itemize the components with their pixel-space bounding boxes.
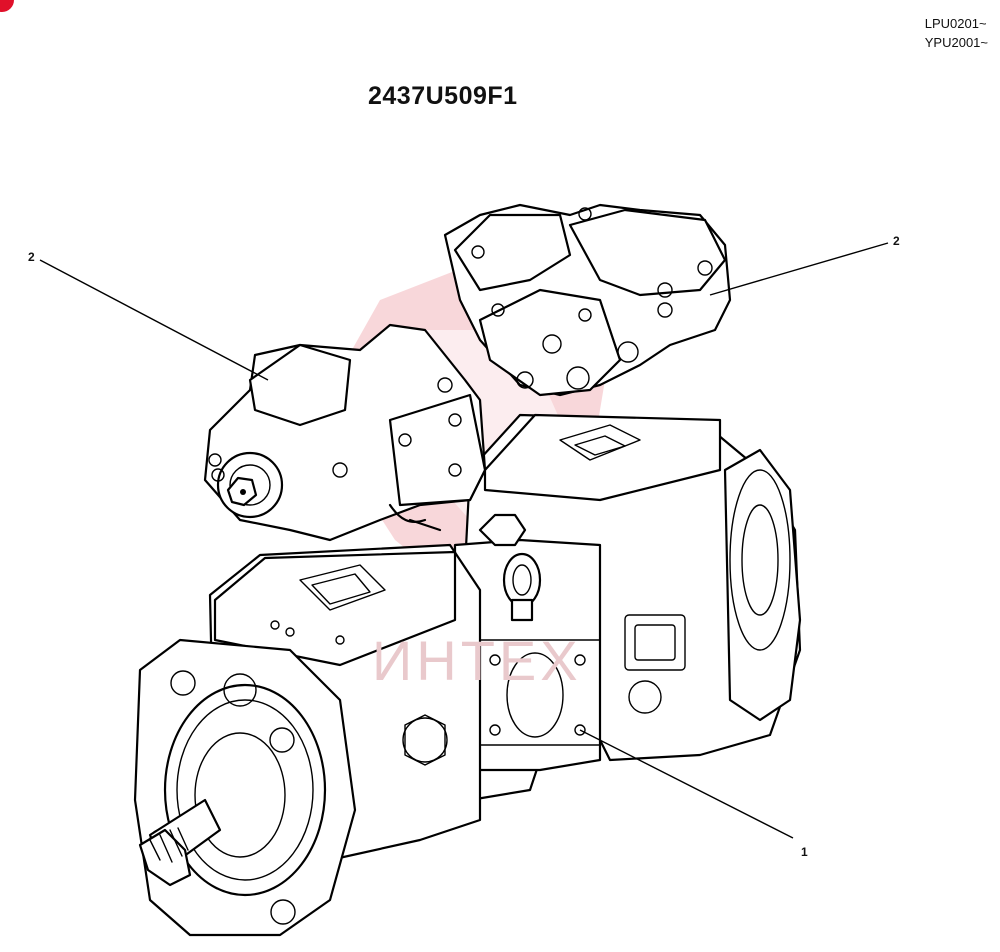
callout-left-regulator: 2	[28, 250, 35, 264]
leader-line-left-2	[39, 259, 269, 381]
callout-main-pump: 1	[801, 845, 808, 859]
serial-line-2: YPU2001~	[924, 35, 988, 50]
leader-line-right-2	[709, 242, 889, 296]
right-regulator	[443, 203, 732, 397]
callout-right-regulator: 2	[893, 234, 900, 248]
serial-range: LPU0201~ YPU2001~	[925, 14, 988, 52]
serial-line-1: LPU0201~	[924, 16, 987, 31]
leader-line-1	[579, 729, 794, 839]
part-number-title: 2437U509F1	[368, 82, 518, 110]
watermark-text: ИНТЕХ	[372, 629, 582, 692]
left-regulator	[203, 323, 487, 542]
main-pump-body	[133, 413, 802, 937]
